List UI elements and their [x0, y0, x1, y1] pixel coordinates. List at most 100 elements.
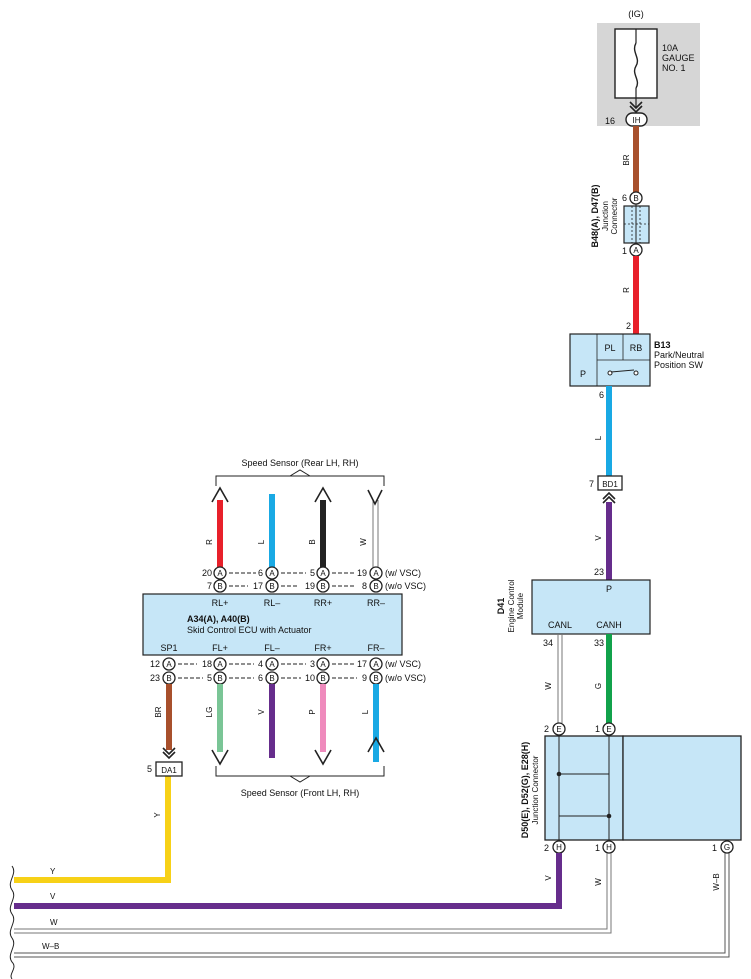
sensor-rear-wire-rr-plus	[314, 486, 332, 568]
ecu-conn-label: B	[320, 582, 325, 591]
ecu-top-connectors: 20 A 6 A 5 A 19 A (w/ VSC) 7 B 17 B 19 B…	[202, 566, 426, 593]
wire-wb-bus-a	[14, 853, 726, 954]
fuse-source-label: (IG)	[628, 9, 644, 19]
junction-bottom-conn-g1-label: G	[724, 843, 730, 852]
wire-label-da1-out: Y	[153, 812, 162, 818]
switch-label-rb: RB	[630, 343, 643, 353]
switch-name-line1: Park/Neutral	[654, 350, 704, 360]
chevron-down-icon	[629, 105, 643, 114]
ecu-conn-label: A	[269, 569, 275, 578]
switch-label-p: P	[580, 369, 586, 379]
ecu-label-rr-plus: RR+	[314, 598, 332, 608]
junction-top-code: B48(A), D47(B)	[590, 184, 600, 247]
fuse-name-line2: NO. 1	[662, 63, 686, 73]
ecm-code: D41	[496, 598, 506, 615]
wire-label-rear-1: R	[205, 539, 214, 545]
wire-label-canh: G	[594, 683, 603, 689]
ecu-conn-label: B	[320, 674, 325, 683]
ecu-pin: 5	[310, 568, 315, 578]
switch-name-line2: Position SW	[654, 360, 704, 370]
ecu-pin: 6	[258, 673, 263, 683]
wire-label-front-2: V	[257, 709, 266, 715]
wire-label-front-3: P	[308, 709, 317, 714]
ecu-pin: 4	[258, 659, 263, 669]
bd1-connector-label: BD1	[602, 480, 618, 489]
ecu-conn-label: A	[269, 660, 275, 669]
wire-label-front-1: LG	[205, 707, 214, 718]
ecm-pin-canh: 33	[594, 638, 604, 648]
sensor-front-wire-fl-plus	[211, 684, 229, 766]
wire-label-rear-3: B	[308, 539, 317, 544]
wire-label-left-y: Y	[50, 867, 56, 876]
ecm-pin-canl: 34	[543, 638, 553, 648]
junction-bottom-pin-g1: 1	[712, 843, 717, 853]
ecu-with-vsc-label: (w/ VSC)	[385, 659, 421, 669]
wire-label-front-4: L	[361, 709, 370, 714]
chevron-down-icon	[629, 101, 643, 110]
da1-pin: 5	[147, 764, 152, 774]
wire-label-h2-out: V	[544, 875, 553, 881]
sensor-front-wire-fr-plus	[314, 684, 332, 766]
ecu-name: Skid Control ECU with Actuator	[187, 625, 312, 635]
ecu-conn-label: A	[320, 660, 326, 669]
wire-label-v-ecm: V	[594, 535, 603, 541]
wire-label-l-switch: L	[594, 435, 603, 440]
ecu-conn-label: A	[320, 569, 326, 578]
junction-bottom-name: Junction Connector	[531, 755, 540, 824]
wire-label-rear-2: L	[257, 539, 266, 544]
fuse-name-line1: GAUGE	[662, 53, 695, 63]
junction-top-pin-in: 6	[622, 193, 627, 203]
ecu-pin: 17	[253, 581, 263, 591]
junction-bottom-body-left	[544, 735, 624, 841]
ecu-pin: 12	[150, 659, 160, 669]
da1-connector-label: DA1	[161, 766, 177, 775]
ecu-pin: 7	[207, 581, 212, 591]
ecu-label-sp1: SP1	[160, 643, 177, 653]
wire-wb-bus-b	[14, 853, 730, 958]
ecu-pin: 17	[357, 659, 367, 669]
ecu-pin: 5	[207, 673, 212, 683]
ecu-pin: 6	[258, 568, 263, 578]
wire-label-left-wb: W–B	[42, 942, 59, 951]
ecu-pin: 19	[357, 568, 367, 578]
junction-top-conn-out-label: A	[633, 246, 639, 255]
wire-break-icon	[9, 865, 15, 979]
sensor-front-wire-fr-minus	[367, 684, 385, 762]
sensor-rear-wire-rl-plus	[211, 486, 229, 568]
ecu-pin: 10	[305, 673, 315, 683]
ecu-conn-label: B	[269, 674, 274, 683]
switch-pin-in: 2	[626, 321, 631, 331]
wire-label-left-v: V	[50, 892, 56, 901]
ecu-label-rl-plus: RL+	[212, 598, 229, 608]
wire-label-h1-out: W	[594, 878, 603, 886]
ecu-label-fr-plus: FR+	[314, 643, 331, 653]
junction-bottom-pin-h2: 2	[544, 843, 549, 853]
splice-dot-icon	[556, 771, 562, 777]
junction-top-conn-in-label: B	[633, 194, 638, 203]
ecu-pin: 3	[310, 659, 315, 669]
ecu-conn-label: B	[166, 674, 171, 683]
ecm-name-line2: Module	[516, 592, 525, 619]
wire-label-br-top: BR	[622, 154, 631, 165]
ecu-conn-label: B	[269, 582, 274, 591]
junction-bottom-conn-h1-label: H	[606, 843, 612, 852]
fuse-icon	[633, 42, 639, 89]
junction-bottom-conn-e2-label: E	[556, 725, 561, 734]
ecm-body	[531, 579, 651, 635]
ecu-pin: 23	[150, 673, 160, 683]
sensor-rear-title: Speed Sensor (Rear LH, RH)	[241, 458, 358, 468]
junction-bottom-pin-e1: 1	[595, 724, 600, 734]
fuse-pin-number: 16	[605, 116, 615, 126]
splice-dot-icon	[606, 813, 612, 819]
ecu-pin: 18	[202, 659, 212, 669]
wire-label-left-w: W	[50, 918, 58, 927]
wire-label-rear-4: W	[359, 538, 368, 546]
sensor-rear-wire-rr-minus	[367, 489, 383, 568]
wire-y-bus	[14, 775, 171, 883]
junction-bottom-pin-h1: 1	[595, 843, 600, 853]
junction-bottom-conn-g1	[720, 840, 734, 854]
wire-v-bus	[14, 853, 562, 909]
ecm-name-line1: Engine Control	[507, 579, 516, 632]
wire-w-bus-b	[14, 853, 612, 934]
